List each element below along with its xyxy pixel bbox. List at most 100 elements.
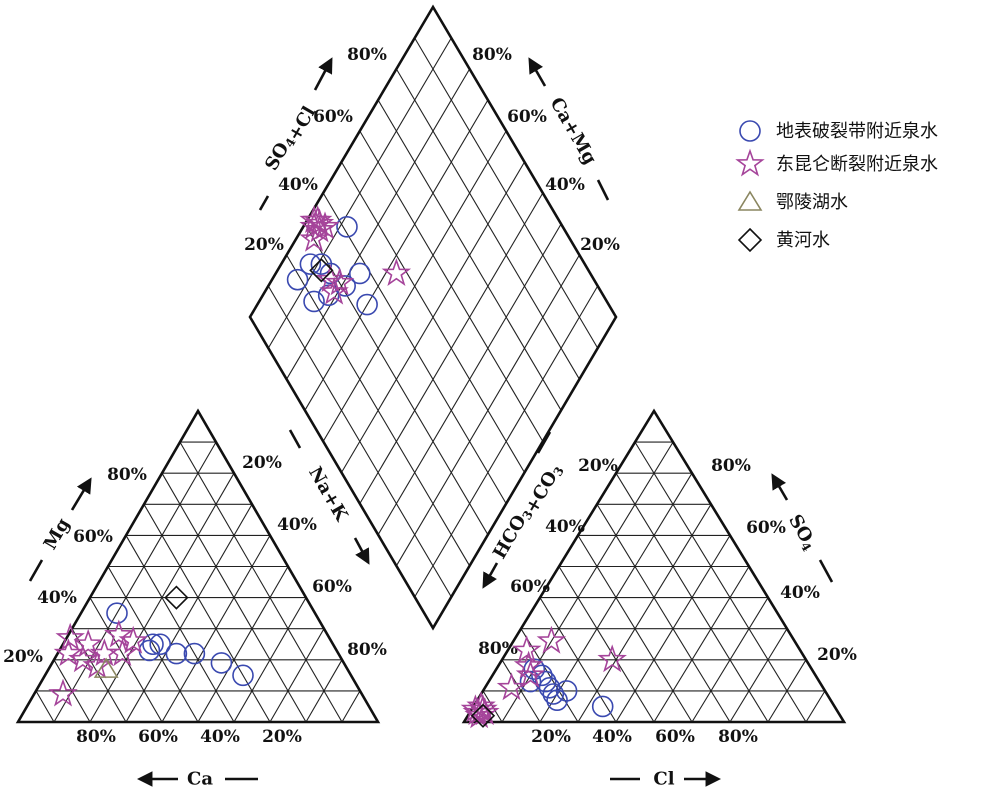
- tick-label: 80%: [347, 45, 387, 65]
- so4cl-arrow: [313, 57, 333, 91]
- data-point-surface: [534, 670, 557, 693]
- legend-item-lake: 鄂陵湖水: [737, 190, 848, 213]
- diamond-grid: [267, 37, 599, 598]
- axis-dash: [818, 559, 834, 583]
- data-point-surface: [142, 633, 164, 656]
- tick-label: 80%: [107, 465, 147, 485]
- anion-triangle-frame: [461, 408, 847, 724]
- grid-line: [539, 597, 617, 723]
- data-point-kunlun: [73, 628, 103, 657]
- hco3-arrow: [482, 562, 499, 589]
- data-point-river: [164, 585, 189, 610]
- legend-label: 鄂陵湖水: [776, 192, 848, 213]
- legend-item-river: 黄河水: [737, 227, 830, 253]
- axis-dash: [288, 429, 302, 449]
- data-point-river: [470, 703, 496, 728]
- data-point-kunlun: [511, 635, 542, 663]
- grid-line: [322, 192, 507, 504]
- grid-line: [501, 441, 674, 723]
- tick-label: 60%: [655, 727, 695, 747]
- data-point-surface: [149, 633, 171, 656]
- grid-line: [377, 223, 562, 535]
- grid-line: [414, 285, 599, 598]
- data-point-surface: [165, 642, 188, 665]
- data-point-surface: [356, 293, 378, 316]
- data-point-kunlun: [468, 694, 498, 723]
- tick-label: 20%: [242, 453, 282, 473]
- tick-label: 80%: [347, 640, 387, 660]
- grid-line: [267, 285, 452, 598]
- data-point-surface: [299, 253, 322, 275]
- axis-dash: [596, 179, 610, 201]
- tick-label: 60%: [507, 107, 547, 127]
- data-point-kunlun: [107, 638, 138, 667]
- data-point-surface: [303, 290, 325, 313]
- nak-arrow: [353, 537, 370, 565]
- tick-label: 40%: [278, 175, 318, 195]
- grid-line: [520, 628, 579, 723]
- grid-line: [286, 254, 471, 567]
- axis-dash: [536, 431, 552, 454]
- grid-line: [143, 504, 271, 723]
- data-point-surface: [542, 683, 565, 705]
- tick-label: 80%: [718, 727, 758, 747]
- grid-line: [197, 566, 289, 723]
- data-point-kunlun: [597, 644, 627, 673]
- grid-line: [53, 441, 217, 723]
- data-point-kunlun: [299, 223, 329, 252]
- data-point-surface: [183, 642, 206, 665]
- grid-line: [395, 254, 580, 567]
- grid-line: [482, 690, 503, 723]
- legend-label: 黄河水: [776, 230, 830, 251]
- grid-line: [805, 690, 826, 723]
- legend-marker-star: [735, 148, 765, 177]
- camg-axis-label: Ca+Mg: [546, 94, 601, 169]
- data-point-surface: [334, 275, 356, 297]
- grid-line: [596, 504, 731, 723]
- grid-line: [577, 535, 693, 723]
- tick-label: 20%: [531, 727, 571, 747]
- tick-label: 40%: [37, 588, 77, 608]
- cation-triangle-frame: [15, 408, 381, 724]
- data-point-kunlun: [118, 625, 148, 654]
- tick-label: 80%: [472, 45, 512, 65]
- data-point-river: [309, 258, 334, 283]
- legend-item-kunlun: 东昆仑断裂附近泉水: [735, 148, 938, 177]
- so4-axis-label: SO4: [783, 511, 821, 554]
- grid-line: [107, 566, 199, 723]
- tick-label: 20%: [817, 645, 857, 665]
- data-point-kunlun: [513, 650, 544, 679]
- grid-line: [634, 441, 807, 723]
- chart-grids: [35, 37, 826, 723]
- grid-line: [35, 690, 55, 723]
- data-point-kunlun: [381, 258, 412, 286]
- grid-line: [269, 628, 325, 723]
- data-point-kunlun: [536, 625, 567, 654]
- camg-arrow: [528, 57, 547, 87]
- data-point-kunlun: [310, 211, 340, 240]
- diamond-frame: [248, 4, 618, 631]
- data-point-kunlun: [466, 691, 496, 719]
- grid-line: [341, 690, 361, 723]
- data-point-kunlun: [53, 638, 84, 667]
- tick-label: 60%: [73, 527, 113, 547]
- grid-line: [359, 192, 544, 504]
- data-point-kunlun: [515, 660, 546, 688]
- grid-line: [615, 472, 769, 723]
- grid-line: [341, 161, 525, 473]
- data-point-kunlun: [68, 644, 98, 673]
- legend-marker-triangle: [737, 190, 763, 211]
- legend-label: 地表破裂带附近泉水: [776, 121, 938, 142]
- tick-label: 40%: [277, 515, 317, 535]
- data-point-kunlun: [55, 622, 85, 651]
- data-point-kunlun: [496, 672, 527, 701]
- tick-label: 40%: [545, 175, 585, 195]
- legend-item-surface: 地表破裂带附近泉水: [739, 120, 938, 142]
- tick-label: 60%: [313, 107, 353, 127]
- tick-label: 80%: [711, 456, 751, 476]
- cl-axis-label: Cl: [653, 769, 674, 790]
- data-point-kunlun: [319, 276, 349, 305]
- data-point-kunlun: [82, 650, 112, 679]
- data-point-surface: [348, 262, 371, 285]
